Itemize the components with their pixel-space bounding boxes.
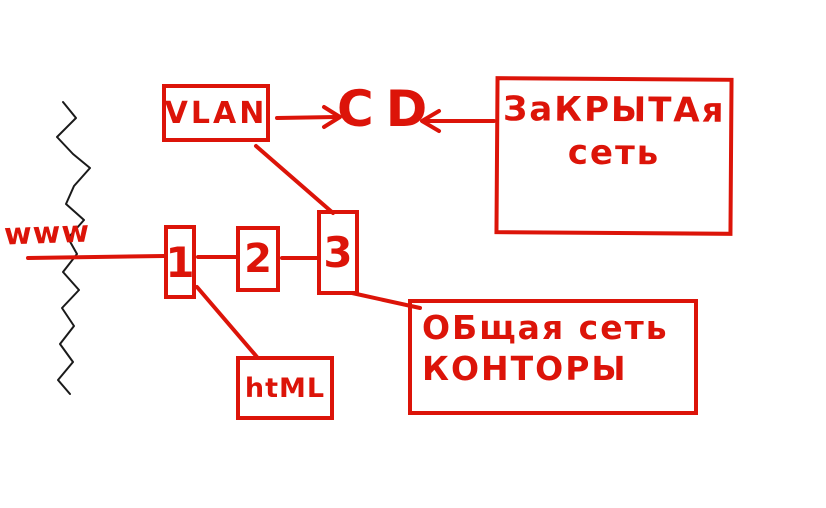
cd-label: CD	[337, 80, 440, 138]
www-label: www	[3, 214, 91, 253]
vlan-node: VLAN	[162, 84, 270, 142]
closed-network-label-line1: ЗаКРЫТАя	[502, 89, 726, 131]
switch-node-1: 1	[164, 225, 196, 299]
office-network-node: ОБщая сеть КОНТОРЫ	[408, 299, 698, 415]
link-node1-to-html	[195, 285, 259, 359]
closed-network-node: ЗаКРЫТАя сеть	[494, 76, 734, 236]
html-node-label: htML	[244, 372, 326, 404]
switch-node-1-label: 1	[165, 237, 195, 287]
arrow-vlan-to-cd-shaft	[275, 115, 338, 120]
office-network-label-line1: ОБщая сеть	[422, 308, 669, 347]
link-www-to-node1	[26, 254, 166, 260]
closed-network-label-line2: сеть	[567, 132, 661, 173]
switch-node-3: 3	[317, 210, 359, 295]
switch-node-3-label: 3	[323, 228, 353, 277]
switch-node-2: 2	[236, 226, 280, 292]
link-vlan-to-node3	[254, 144, 335, 215]
vlan-label: VLAN	[164, 95, 268, 131]
html-node: htML	[236, 356, 334, 420]
office-network-label-line2: КОНТОРЫ	[422, 349, 628, 389]
switch-node-2-label: 2	[244, 236, 272, 282]
